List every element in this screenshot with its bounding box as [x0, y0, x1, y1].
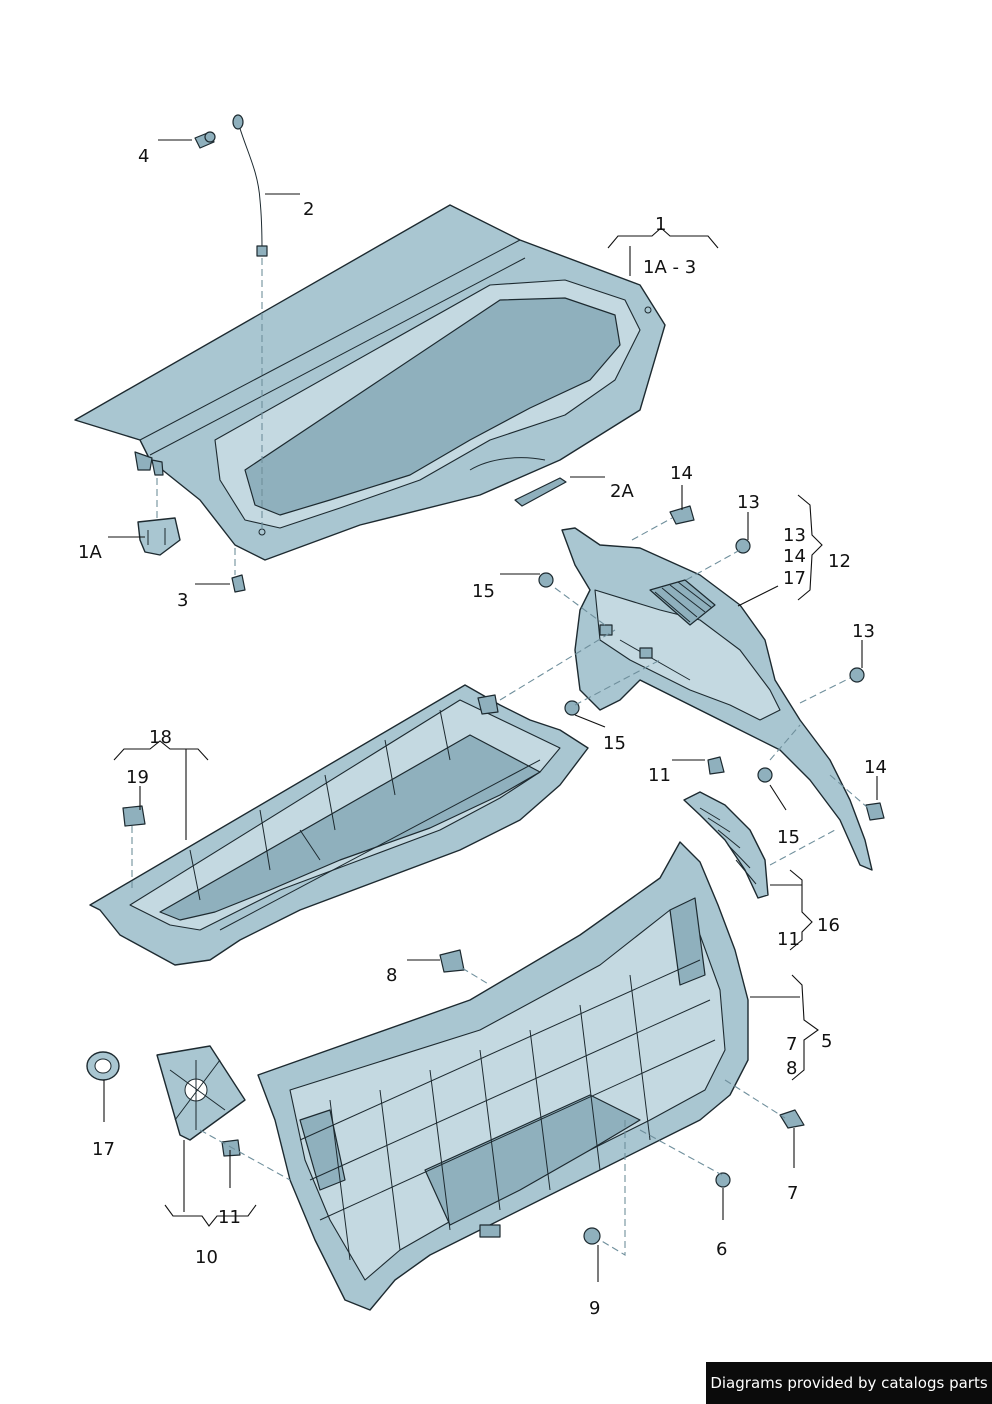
label-19: 19 [126, 767, 149, 788]
label-2a: 2A [610, 481, 634, 502]
label-10: 10 [195, 1247, 218, 1268]
label-12-group-14: 14 [783, 546, 806, 567]
label-3: 3 [177, 590, 188, 611]
label-15-a: 15 [472, 581, 495, 602]
label-1: 1 [655, 214, 666, 235]
screw-13-right [849, 667, 865, 683]
screw-15-a [538, 572, 554, 588]
nut-6 [715, 1172, 731, 1188]
screw-9 [583, 1227, 601, 1245]
label-17: 17 [92, 1139, 115, 1160]
storage-tray-18 [89, 684, 589, 966]
screw-15-c [757, 767, 773, 783]
label-12: 12 [828, 551, 851, 572]
label-18: 18 [149, 727, 172, 748]
assembly-lines [131, 258, 869, 1256]
label-16-group-11: 11 [777, 929, 800, 950]
label-11-a: 11 [648, 765, 671, 786]
clip-7 [779, 1109, 805, 1129]
label-8-a: 8 [386, 965, 397, 986]
clip-14-top [669, 505, 695, 525]
clip-8 [439, 949, 465, 973]
label-16: 16 [817, 915, 840, 936]
label-11-b: 11 [218, 1207, 241, 1228]
handle-2a [514, 477, 567, 507]
grille-16 [683, 791, 769, 899]
grommet-17 [86, 1051, 120, 1081]
tailgate-trim-5 [257, 841, 749, 1311]
credit-banner: Diagrams provided by catalogs parts [706, 1362, 992, 1404]
clip-11-a [707, 756, 725, 775]
screw-13-top [735, 538, 751, 554]
label-2: 2 [303, 199, 314, 220]
label-4: 4 [138, 146, 149, 167]
label-14-top: 14 [670, 463, 693, 484]
label-5-group-7: 7 [786, 1034, 797, 1055]
parcel-shelf [74, 204, 666, 561]
label-5: 5 [821, 1031, 832, 1052]
label-7: 7 [787, 1183, 798, 1204]
retaining-cable [232, 114, 268, 257]
label-12-group-13: 13 [783, 525, 806, 546]
label-14-right: 14 [864, 757, 887, 778]
housing-10 [156, 1045, 246, 1141]
clip-3 [231, 574, 246, 593]
label-6: 6 [716, 1239, 727, 1260]
label-15-b: 15 [603, 733, 626, 754]
label-13-right: 13 [852, 621, 875, 642]
label-12-group-17: 17 [783, 568, 806, 589]
label-1a: 1A [78, 542, 102, 563]
clip-19 [122, 805, 146, 827]
screw-15-b [564, 700, 580, 716]
side-trim-12 [561, 527, 873, 871]
label-13-top: 13 [737, 492, 760, 513]
clip-14-right [865, 802, 885, 821]
label-9: 9 [589, 1298, 600, 1319]
clip-4 [194, 131, 216, 149]
label-1a-3: 1A - 3 [643, 257, 696, 278]
label-15-c: 15 [777, 827, 800, 848]
leader-lines [103, 139, 878, 1282]
label-5-group-8: 8 [786, 1058, 797, 1079]
bracket-1a [137, 517, 181, 556]
clip-11-b [221, 1139, 241, 1157]
part-labels: 1 1A - 3 2 4 1A 3 2A 14 13 13 14 17 12 1… [78, 146, 887, 1319]
